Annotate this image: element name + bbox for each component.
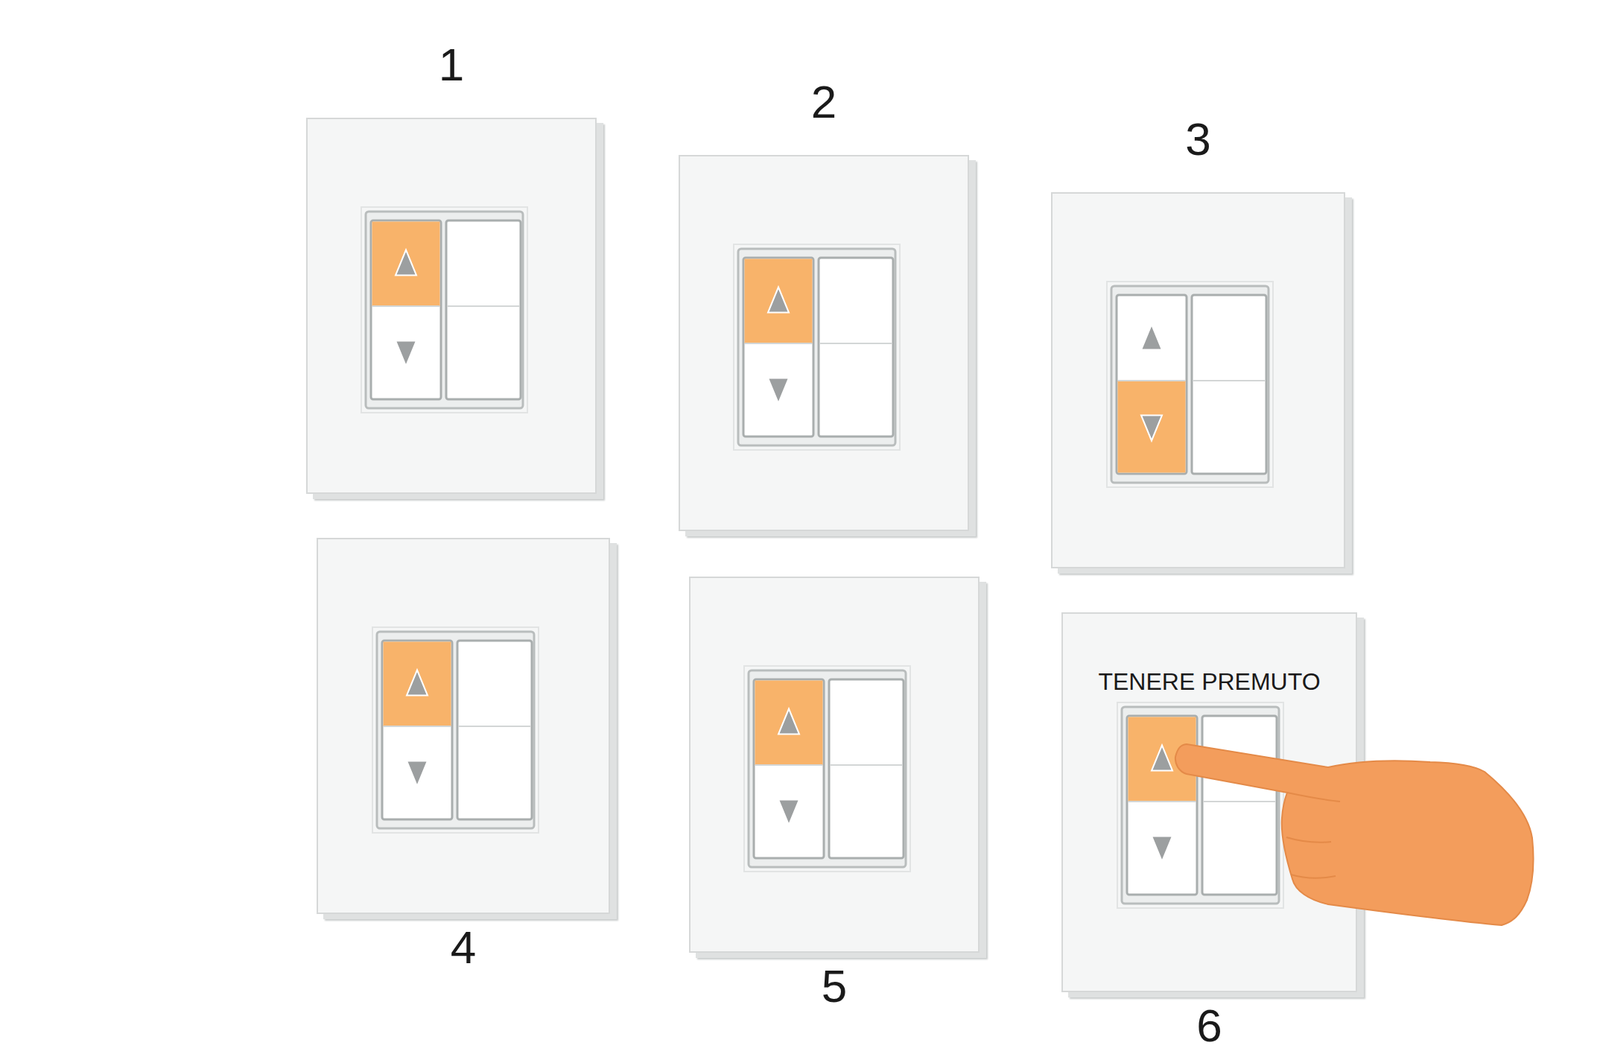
switch-plate: TENERE PREMUTO6 bbox=[1061, 612, 1358, 993]
step-number: 4 bbox=[318, 924, 609, 971]
switch-plate: 3 bbox=[1051, 192, 1346, 569]
rocker-switch bbox=[318, 539, 612, 916]
switch-plate: 2 bbox=[678, 154, 970, 532]
instruction-text: TENERE PREMUTO bbox=[1062, 669, 1356, 694]
step-number: 3 bbox=[1052, 116, 1344, 163]
switch-plate: 1 bbox=[306, 117, 597, 494]
step-number: 5 bbox=[690, 963, 979, 1010]
switch-plate: 4 bbox=[316, 537, 611, 914]
rocker-switch bbox=[307, 119, 599, 496]
switch-plate: 5 bbox=[689, 576, 980, 953]
rocker-switch bbox=[1052, 193, 1347, 570]
step-number: 1 bbox=[307, 41, 596, 88]
rocker-switch bbox=[690, 578, 982, 955]
step-number: 6 bbox=[1062, 1002, 1356, 1049]
rocker-switch bbox=[680, 156, 971, 533]
step-number: 2 bbox=[680, 78, 968, 126]
